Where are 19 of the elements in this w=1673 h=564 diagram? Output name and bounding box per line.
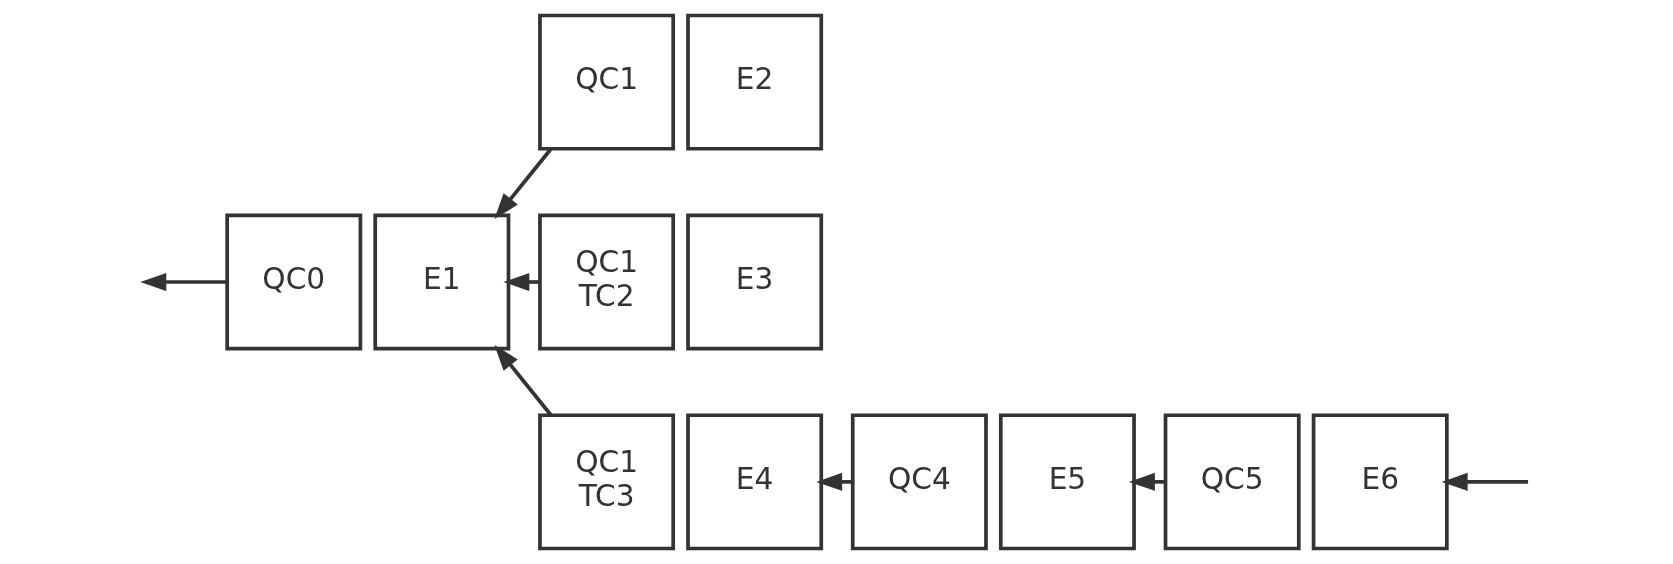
node-box: E4: [685, 413, 823, 551]
node-box: QC1 TC2: [537, 213, 675, 351]
node-box: E2: [685, 13, 823, 151]
arrow: [493, 344, 552, 416]
node-box: E3: [685, 213, 823, 351]
node-box: QC5: [1163, 413, 1301, 551]
arrow: [1441, 472, 1528, 491]
arrow: [139, 272, 227, 292]
arrow: [502, 272, 540, 292]
node-box: E6: [1311, 413, 1449, 551]
arrow: [493, 148, 552, 220]
node-box: QC4: [850, 413, 988, 551]
arrow: [1128, 472, 1165, 491]
arrow: [815, 472, 852, 491]
node-box: E5: [998, 413, 1136, 551]
node-box: QC0: [224, 213, 362, 351]
node-box: QC1: [537, 13, 675, 151]
node-box: E1: [372, 213, 510, 351]
node-box: QC1 TC3: [537, 413, 675, 551]
